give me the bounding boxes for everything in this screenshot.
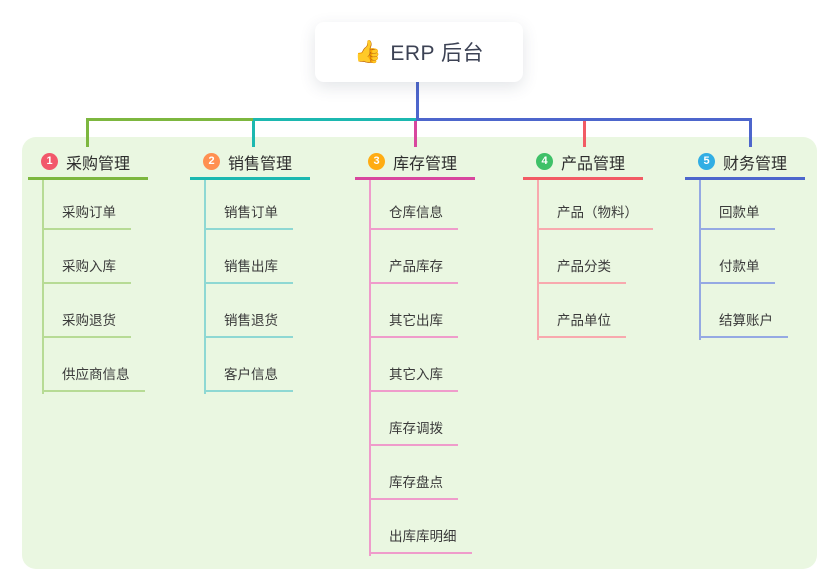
child-row: 销售订单 [190,180,310,230]
branch-number-badge: 5 [698,153,715,170]
branch-children: 回款单付款单结算账户 [685,180,805,340]
branch-child-connector-line [42,180,44,394]
branch-label: 产品管理 [561,155,626,173]
child-row: 付款单 [685,230,805,284]
child-node[interactable]: 销售退货 [204,309,293,338]
child-node[interactable]: 销售订单 [204,201,293,230]
child-node[interactable]: 其它入库 [369,363,458,392]
child-node[interactable]: 采购退货 [42,309,131,338]
child-row: 采购退货 [28,284,148,338]
branch-number-badge: 4 [536,153,553,170]
child-row: 仓库信息 [355,180,475,230]
branch-number-badge: 2 [203,153,220,170]
branch-child-connector-line [369,180,371,556]
child-row: 其它出库 [355,284,475,338]
child-node[interactable]: 库存调拨 [369,417,458,446]
root-title: ERP 后台 [390,42,485,65]
child-node[interactable]: 采购入库 [42,255,131,284]
branch-drop-line [86,121,89,147]
child-row: 销售出库 [190,230,310,284]
bus-line-segment [86,118,253,121]
branch-children: 仓库信息产品库存其它出库其它入库库存调拨库存盘点出库库明细 [355,180,475,556]
branch-child-connector-line [537,180,539,340]
child-node[interactable]: 客户信息 [204,363,293,392]
root-drop-line [416,82,419,118]
child-node[interactable]: 结算账户 [699,309,788,338]
branch-drop-line [414,121,417,147]
branch-number-badge: 3 [368,153,385,170]
child-node[interactable]: 回款单 [699,201,775,230]
branch-column-3: 3 库存管理仓库信息产品库存其它出库其它入库库存调拨库存盘点出库库明细 [355,146,475,556]
branch-label: 财务管理 [723,155,788,173]
branch-child-connector-line [699,180,701,340]
bus-line-segment [253,118,416,121]
branch-drop-line [252,121,255,147]
branch-header[interactable]: 5 财务管理 [685,146,805,180]
child-row: 产品库存 [355,230,475,284]
child-node[interactable]: 付款单 [699,255,775,284]
branch-label: 采购管理 [66,155,131,173]
branch-header[interactable]: 2 销售管理 [190,146,310,180]
child-row: 结算账户 [685,284,805,338]
child-row: 供应商信息 [28,338,148,392]
branch-header[interactable]: 3 库存管理 [355,146,475,180]
child-row: 库存盘点 [355,446,475,500]
branch-header[interactable]: 4 产品管理 [523,146,643,180]
child-node[interactable]: 供应商信息 [42,363,145,392]
child-row: 销售退货 [190,284,310,338]
child-row: 出库库明细 [355,500,475,554]
child-node[interactable]: 采购订单 [42,201,131,230]
child-row: 采购入库 [28,230,148,284]
child-node[interactable]: 销售出库 [204,255,293,284]
branch-number-badge: 1 [41,153,58,170]
branch-children: 销售订单销售出库销售退货客户信息 [190,180,310,394]
branch-column-2: 2 销售管理销售订单销售出库销售退货客户信息 [190,146,310,394]
child-row: 客户信息 [190,338,310,392]
child-node[interactable]: 产品单位 [537,309,626,338]
child-node[interactable]: 出库库明细 [369,525,472,554]
branch-drop-line [583,121,586,147]
branch-children: 产品（物料） 产品分类产品单位 [523,180,653,340]
branch-drop-line [749,121,752,147]
child-row: 产品单位 [523,284,643,338]
bus-line-segment [416,118,752,121]
branch-label: 库存管理 [393,155,458,173]
child-row: 产品（物料） [523,180,653,230]
branch-column-4: 4 产品管理产品（物料） 产品分类产品单位 [523,146,653,340]
branch-children: 采购订单采购入库采购退货供应商信息 [28,180,148,394]
child-row: 其它入库 [355,338,475,392]
child-node[interactable]: 产品库存 [369,255,458,284]
child-node[interactable]: 其它出库 [369,309,458,338]
child-row: 采购订单 [28,180,148,230]
thumbs-up-icon: 👍 [353,39,382,64]
branch-header[interactable]: 1 采购管理 [28,146,148,180]
branch-column-1: 1 采购管理采购订单采购入库采购退货供应商信息 [28,146,148,394]
child-row: 产品分类 [523,230,643,284]
child-row: 库存调拨 [355,392,475,446]
branch-child-connector-line [204,180,206,394]
branch-label: 销售管理 [228,155,293,173]
mindmap-background-panel [22,137,817,569]
child-row: 回款单 [685,180,805,230]
child-node[interactable]: 产品分类 [537,255,626,284]
branch-column-5: 5 财务管理回款单付款单结算账户 [685,146,805,340]
root-node[interactable]: 👍 ERP 后台 [315,22,523,82]
child-node[interactable]: 仓库信息 [369,201,458,230]
child-node[interactable]: 产品（物料） [537,201,653,230]
child-node[interactable]: 库存盘点 [369,471,458,500]
